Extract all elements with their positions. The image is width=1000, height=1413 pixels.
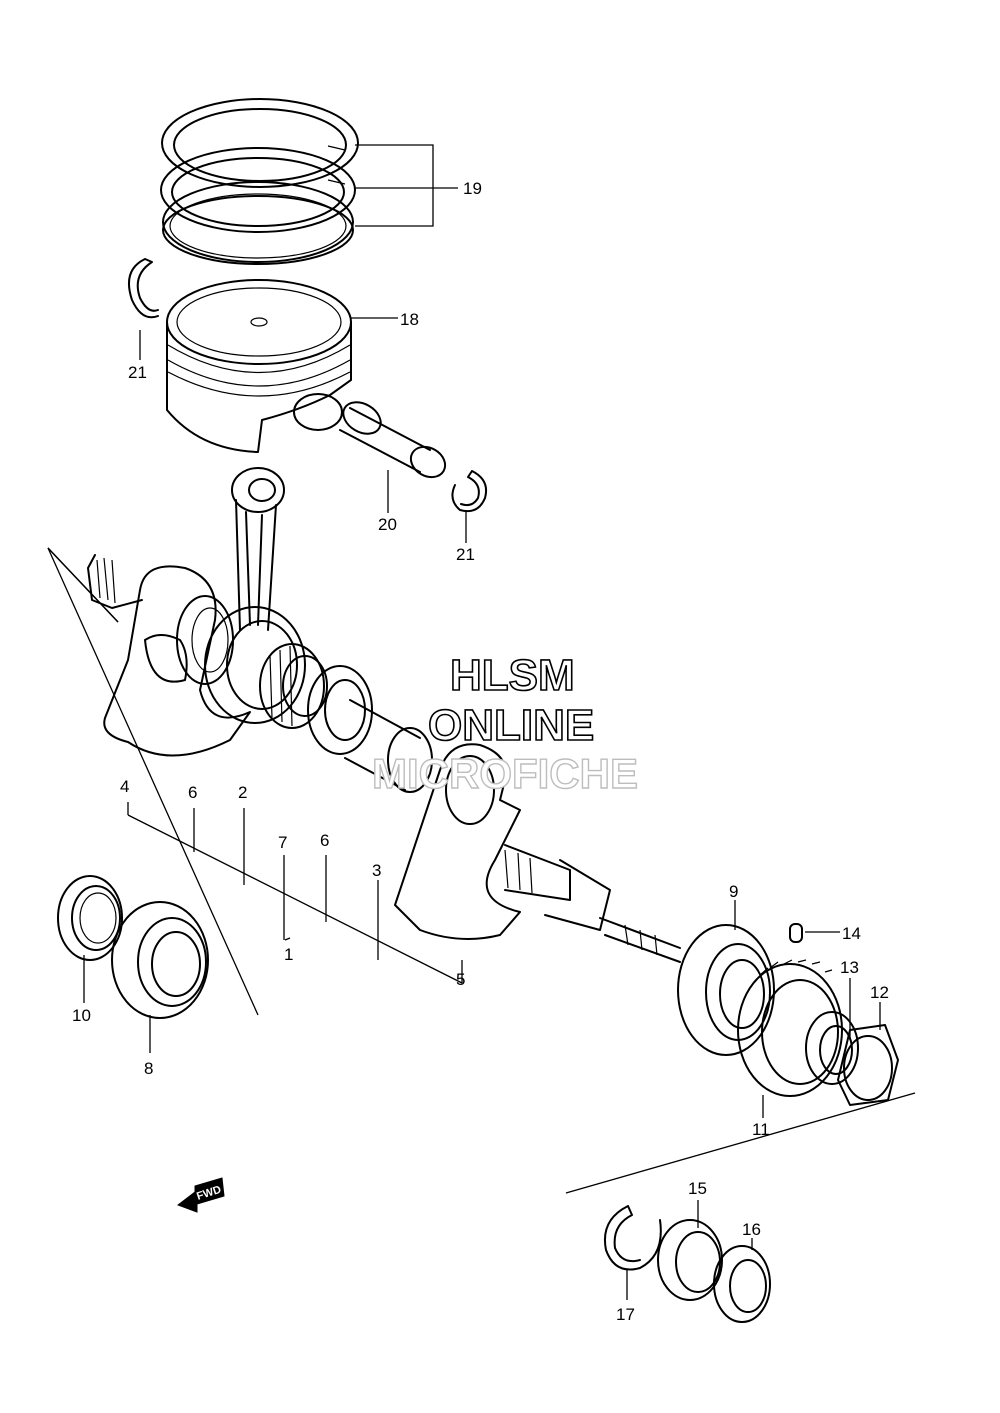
oil-seal-10	[57, 875, 123, 961]
piston-pin	[339, 401, 447, 479]
callout-4: 4	[120, 777, 129, 796]
callout-2: 2	[238, 783, 247, 802]
forward-arrow-icon: FWD	[176, 1177, 225, 1213]
watermark-line3: MICROFICHE	[372, 750, 638, 797]
oil-seal-16	[713, 1245, 771, 1323]
circlip-top	[128, 258, 159, 319]
callout-17: 17	[616, 1305, 635, 1324]
callout-7: 7	[278, 833, 287, 852]
callout-6-left: 6	[188, 783, 197, 802]
callout-9: 9	[729, 882, 738, 901]
circlip-17	[604, 1205, 662, 1271]
watermark-line2: ONLINE	[428, 701, 594, 750]
callout-3: 3	[372, 861, 381, 880]
watermark-line1: HLSM	[450, 651, 575, 700]
callout-6-right: 6	[320, 831, 329, 850]
circlip-right	[451, 470, 488, 513]
callout-11: 11	[752, 1120, 770, 1139]
callout-16: 16	[742, 1220, 761, 1239]
callout-20: 20	[378, 515, 397, 534]
callout-21-right: 21	[456, 545, 475, 564]
crank-right-half	[394, 743, 681, 963]
ball-bearing-15	[657, 1219, 723, 1301]
callout-21-top: 21	[128, 363, 147, 382]
callout-13: 13	[840, 958, 859, 977]
connecting-rod	[204, 467, 306, 724]
leader-lines	[47, 144, 916, 1300]
callout-1: 1	[284, 945, 293, 964]
callout-14: 14	[842, 924, 861, 943]
crank-left-half	[87, 554, 251, 757]
callout-numbers: 1 2 3 4 5 6 6 7 8 9 10 11 12 13 14 15 16…	[72, 179, 889, 1324]
ball-bearing-8	[111, 901, 209, 1019]
crank-nut	[837, 1024, 899, 1106]
thrust-washer	[307, 665, 373, 755]
crank-pin	[344, 699, 433, 793]
callout-10: 10	[72, 1006, 91, 1025]
callout-8: 8	[144, 1059, 153, 1078]
callout-19: 19	[463, 179, 482, 198]
piston-rings	[160, 98, 359, 265]
callout-15: 15	[688, 1179, 707, 1198]
callout-18: 18	[400, 310, 419, 329]
woodruff-key	[789, 923, 803, 943]
piston	[166, 279, 352, 453]
callout-5: 5	[456, 970, 465, 989]
ball-bearing-9	[677, 924, 775, 1056]
drive-gear	[737, 959, 843, 1097]
lock-washer	[805, 1011, 859, 1085]
needle-bearing	[259, 643, 328, 729]
callout-12: 12	[870, 983, 889, 1002]
